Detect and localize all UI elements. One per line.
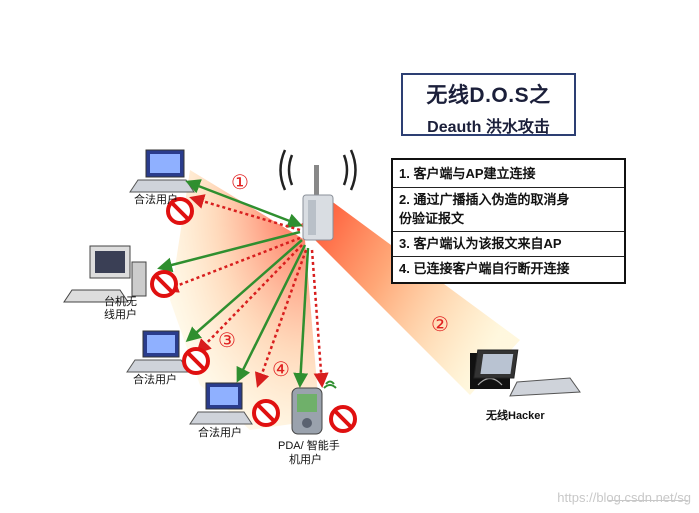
hacker-icon xyxy=(470,349,581,397)
label-laptop-top: 合法用户 xyxy=(134,194,178,206)
label-desktop-1: 台机无 xyxy=(104,296,137,308)
step-2: 2. 通过广播插入伪造的取消身 xyxy=(399,192,570,207)
title-line-2: Deauth 洪水攻击 xyxy=(427,119,550,136)
label-pda-1: PDA/ 智能手 xyxy=(278,440,340,452)
step-3: 3. 客户端认为该报文来自AP xyxy=(399,236,562,251)
step-4: 4. 已连接客户端自行断开连接 xyxy=(399,261,570,276)
no-entry-icon xyxy=(329,405,357,433)
step-marker-3: ③ xyxy=(218,328,236,352)
laptop-mid-icon xyxy=(126,330,190,373)
no-entry-icon xyxy=(252,399,280,427)
divider xyxy=(393,256,624,257)
laptop-top-icon xyxy=(129,149,195,193)
desktop-icon xyxy=(63,245,147,303)
label-pda-2: 机用户 xyxy=(289,454,322,466)
divider xyxy=(393,231,624,232)
label-desktop-2: 线用户 xyxy=(104,309,137,321)
attack-beam xyxy=(300,200,520,395)
label-laptop-mid: 合法用户 xyxy=(133,374,177,386)
no-entry-icon xyxy=(182,347,210,375)
label-hacker: 无线Hacker xyxy=(486,410,545,422)
no-entry-icon xyxy=(166,197,194,225)
watermark-url: https://blog.csdn.net/sg xyxy=(557,490,691,505)
label-laptop-bottom: 合法用户 xyxy=(198,427,242,439)
no-entry-icon xyxy=(150,270,178,298)
step-marker-1: ① xyxy=(231,170,249,194)
watermark-underline xyxy=(608,500,688,501)
title-box: 无线D.O.S之 Deauth 洪水攻击 xyxy=(401,73,576,136)
step-marker-2: ② xyxy=(431,312,449,336)
step-1: 1. 客户端与AP建立连接 xyxy=(399,166,536,181)
steps-box: 1. 客户端与AP建立连接 2. 通过广播插入伪造的取消身 份验证报文 3. 客… xyxy=(391,158,626,284)
divider xyxy=(393,187,624,188)
title-line-1: 无线D.O.S之 xyxy=(426,84,551,107)
step-2-cont: 份验证报文 xyxy=(399,211,465,226)
laptop-bottom-icon xyxy=(189,382,253,425)
pda-icon xyxy=(291,380,337,435)
step-marker-4: ④ xyxy=(272,357,290,381)
